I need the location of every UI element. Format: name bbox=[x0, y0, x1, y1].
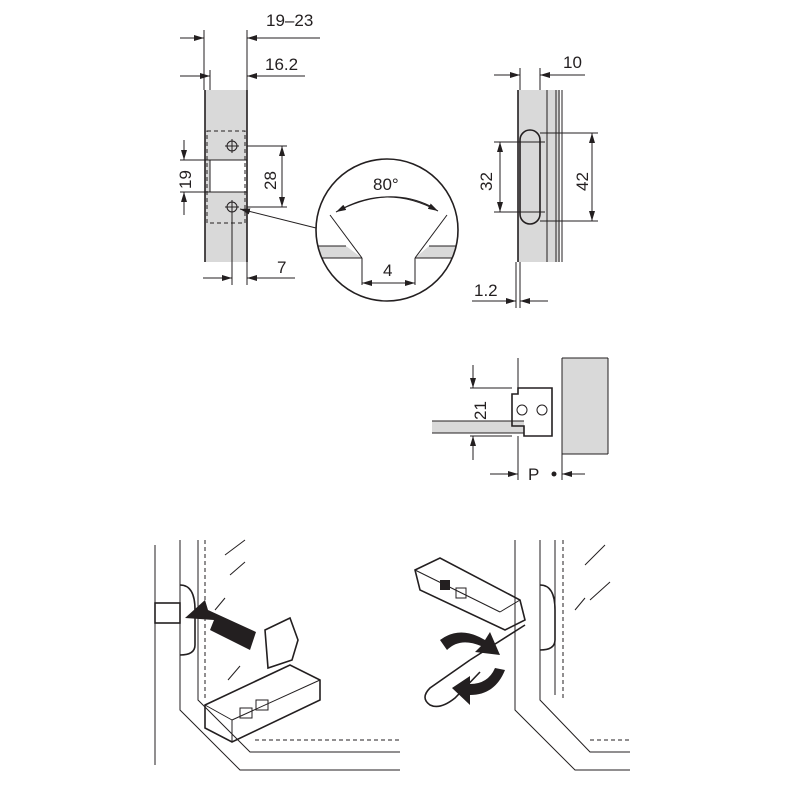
dim-profile-height: 21 bbox=[471, 401, 490, 420]
dim-glass-thickness: 19–23 bbox=[266, 11, 313, 30]
profile-side-view: 10 32 42 1.2 bbox=[472, 53, 598, 308]
insert-arrow-icon bbox=[185, 600, 256, 650]
screwdriver-icon bbox=[469, 624, 526, 661]
dim-hole-spacing: 28 bbox=[261, 171, 280, 190]
dim-countersink-angle: 80° bbox=[373, 175, 399, 194]
dim-hinge-depth: 16.2 bbox=[265, 55, 298, 74]
dim-hole-diameter: 4 bbox=[383, 261, 392, 280]
glass-cutout-view: 19–23 16.2 19 28 7 bbox=[176, 11, 320, 285]
profile-section-view: 21 P bbox=[432, 357, 609, 484]
hinge-insertion-illustration bbox=[154, 539, 400, 771]
dim-hole-offset: 7 bbox=[277, 258, 286, 277]
countersink-detail: 80° 4 bbox=[315, 158, 459, 302]
dim-cutout-height: 19 bbox=[176, 170, 195, 189]
dim-profile-reference: P bbox=[528, 465, 539, 484]
hinge-adjustment-illustration bbox=[414, 540, 630, 771]
dim-slot-inner: 32 bbox=[477, 172, 496, 191]
mounting-slot bbox=[519, 129, 541, 225]
dim-gap: 1.2 bbox=[474, 281, 498, 300]
dim-profile-offset: 10 bbox=[563, 53, 582, 72]
rotate-arrow-icon bbox=[440, 632, 500, 655]
dim-slot-outer: 42 bbox=[573, 172, 592, 191]
